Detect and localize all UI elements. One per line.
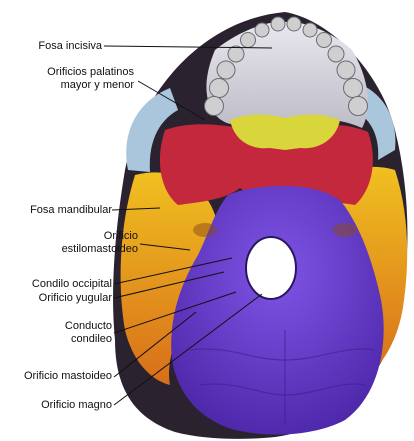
label-fosa-mandibular: Fosa mandibular — [30, 204, 112, 217]
label-orificio-estilomastoideo-line2: estilomastoideo — [62, 243, 138, 256]
label-orificio-estilomastoideo: Orificio estilomastoideo — [62, 230, 138, 256]
label-condilo-occipital: Condilo occipital — [32, 278, 112, 291]
label-orificios-palatinos: Orificios palatinos mayor y menor — [47, 66, 134, 92]
label-orificio-magno: Orificio magno — [41, 399, 112, 412]
label-orificio-mastoideo: Orificio mastoideo — [24, 370, 112, 383]
label-conducto-condileo: Conducto condileo — [65, 320, 112, 346]
label-orificios-palatinos-line1: Orificios palatinos — [47, 66, 134, 79]
foramen-magnum — [246, 237, 296, 299]
label-orificios-palatinos-line2: mayor y menor — [47, 79, 134, 92]
label-orificio-estilomastoideo-line1: Orificio — [62, 230, 138, 243]
label-fosa-incisiva: Fosa incisiva — [38, 40, 102, 53]
label-conducto-condileo-line1: Conducto — [65, 320, 112, 333]
label-orificio-yugular: Orificio yugular — [39, 292, 112, 305]
label-conducto-condileo-line2: condileo — [65, 333, 112, 346]
